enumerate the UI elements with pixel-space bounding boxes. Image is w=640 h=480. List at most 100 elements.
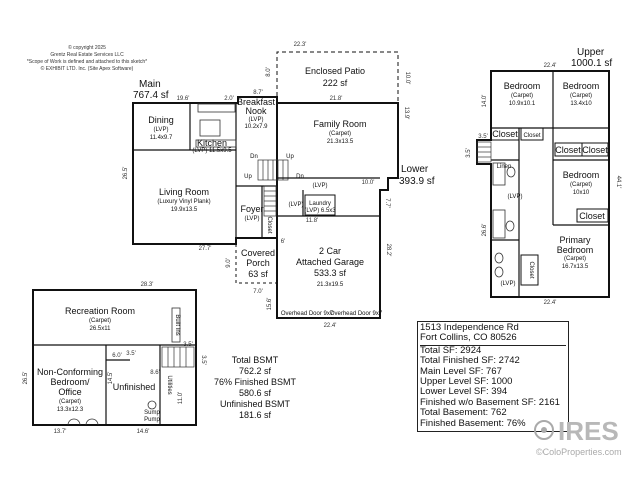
basement-stairs bbox=[161, 346, 195, 368]
upper-lvp-label: (LVP) bbox=[508, 194, 523, 200]
foyer-floor: (LVP) bbox=[245, 216, 260, 222]
ncbed-name1: Non-Conforming bbox=[37, 367, 103, 377]
dim-bsmt-35c: 3.5' bbox=[200, 355, 206, 365]
living-size: 19.9x13.5 bbox=[171, 207, 198, 213]
unfinished-name: Unfinished bbox=[113, 382, 156, 392]
ncbed-name2: Bedroom/ bbox=[50, 377, 90, 387]
main-level-sf: 767.4 sf bbox=[133, 90, 169, 101]
dim-garage-left: 15.6' bbox=[267, 298, 273, 311]
property-stats-box: 1513 Independence Rd Fort Collins, CO 80… bbox=[417, 321, 569, 432]
family-size: 21.3x13.5 bbox=[327, 139, 354, 145]
main-level-walls bbox=[133, 103, 277, 244]
dim-main-left: 26.5' bbox=[123, 167, 129, 180]
dining-name: Dining bbox=[148, 115, 174, 125]
builtins-name: Built Ins bbox=[174, 314, 180, 335]
primary-name2: Bedroom bbox=[557, 245, 594, 255]
upper-closet-box-5 bbox=[576, 208, 609, 223]
bed3-size: 10x10 bbox=[573, 190, 590, 196]
garage-sf: 533.3 sf bbox=[314, 268, 347, 278]
bed3-floor: (Carpet) bbox=[570, 182, 592, 188]
overhead-door-1: Overhead Door 9x7 bbox=[281, 311, 334, 317]
sump-name2: Pump bbox=[144, 417, 160, 423]
laundry-box bbox=[304, 194, 336, 216]
primary-name1: Primary bbox=[560, 235, 591, 245]
bed1-floor: (Carpet) bbox=[511, 93, 533, 99]
basement-windows bbox=[67, 418, 99, 426]
porch-name1: Covered bbox=[241, 248, 275, 258]
dim-fam-right: 13.9' bbox=[403, 107, 409, 120]
rec-floor: (Carpet) bbox=[89, 318, 111, 324]
garage-name1: 2 Car bbox=[319, 246, 341, 256]
porch-sf: 63 sf bbox=[248, 269, 268, 279]
sump-name1: Sump bbox=[144, 410, 160, 416]
upper-level-name: Upper bbox=[577, 47, 605, 58]
stats-lower-level: Lower Level SF: 394 bbox=[420, 386, 508, 398]
laundry-detail: (LVP) 6.5x3 bbox=[304, 208, 336, 214]
dim-foyer-small: 6' bbox=[281, 239, 285, 245]
dim-bsmt-145: 14.5' bbox=[108, 372, 114, 385]
primary-floor: (Carpet) bbox=[564, 256, 586, 262]
porch-name2: Porch bbox=[246, 258, 270, 268]
breakfast-size: 10.2x7.9 bbox=[244, 124, 268, 130]
dim-lower-small: 10.0' bbox=[362, 180, 375, 186]
dim-bsmt-bottom1: 13.7' bbox=[54, 429, 67, 435]
dim-lower-small2: 7.7' bbox=[384, 198, 390, 208]
kitchen-floor-size: (LVP) 11.5x9.5 bbox=[192, 148, 232, 154]
dim-porch-left: 9.0' bbox=[226, 258, 232, 268]
living-floor: (Luxury Vinyl Plank) bbox=[157, 199, 210, 205]
dim-bsmt-top: 28.3' bbox=[141, 282, 154, 288]
dim-bsmt-6: 6.0' bbox=[112, 353, 122, 359]
dim-garage-bottom: 22.4' bbox=[324, 323, 337, 329]
basement-outline bbox=[32, 289, 197, 426]
bsmt-unfinished-label: Unfinished BSMT bbox=[219, 399, 291, 409]
basement-summary: Total BSMT 762.2 sf 76% Finished BSMT 58… bbox=[200, 355, 310, 421]
stats-finished-basement: Finished Basement: 76% bbox=[420, 417, 526, 429]
stats-main-level: Main Level SF: 767 bbox=[420, 365, 502, 377]
builtins-box bbox=[171, 307, 181, 343]
main-up-label: Up bbox=[286, 154, 294, 160]
rec-name: Recreation Room bbox=[65, 306, 135, 316]
upper-closet-box-1 bbox=[490, 127, 520, 141]
dim-bsmt-35: 3.5' bbox=[126, 351, 136, 357]
bsmt-unfinished-value: 181.6 sf bbox=[238, 410, 272, 420]
ires-watermark-logo: IRES ©ColoProperties.com bbox=[522, 410, 640, 480]
basement-walls bbox=[33, 344, 196, 425]
dim-upper-bottom: 22.4' bbox=[544, 300, 557, 306]
dim-bsmt-bottom2: 14.6' bbox=[137, 429, 150, 435]
bed2-floor: (Carpet) bbox=[570, 93, 592, 99]
bsmt-total-label: Total BSMT bbox=[231, 355, 279, 365]
dim-upper-left2: 26.6' bbox=[482, 224, 488, 237]
family-floor: (Carpet) bbox=[329, 131, 351, 137]
living-name: Living Room bbox=[159, 187, 209, 197]
dim-porch-w: 7.0' bbox=[253, 289, 263, 295]
stats-address1: 1513 Independence Rd bbox=[420, 322, 519, 333]
bed1-size: 10.9x10.1 bbox=[509, 101, 536, 107]
dim-bsmt-110: 11.0' bbox=[178, 392, 184, 404]
main-stairs bbox=[263, 185, 277, 217]
stats-total-basement: Total Basement: 762 bbox=[420, 407, 507, 419]
dim-main-small: 2.0' bbox=[224, 96, 234, 102]
main-dn-label: Dn bbox=[250, 154, 258, 160]
bsmt-finished-value: 580.6 sf bbox=[238, 388, 272, 398]
foyer-name: Foyer bbox=[240, 204, 263, 214]
ncbed-name3: Office bbox=[58, 387, 81, 397]
dim-bsmt-left: 26.5' bbox=[23, 372, 29, 385]
upper-closet-box-6 bbox=[520, 254, 539, 286]
lower-level-name: Lower bbox=[401, 164, 429, 175]
dim-patio-right: 10.0' bbox=[404, 72, 410, 85]
dining-size: 11.4x9.7 bbox=[150, 135, 173, 141]
kitchen-counters bbox=[195, 103, 237, 148]
main-dn-label2: Dn bbox=[296, 174, 304, 180]
dim-main-bottom: 27.7' bbox=[199, 246, 212, 252]
linen-label: Linen bbox=[497, 164, 512, 170]
patio-sf: 222 sf bbox=[323, 78, 348, 88]
dim-patio-bottom: 21.8' bbox=[330, 96, 343, 102]
upper-closet-2: Closet bbox=[523, 133, 540, 139]
upper-stairs bbox=[476, 141, 492, 163]
enclosed-patio-outline bbox=[276, 51, 399, 103]
upper-level-sf: 1000.1 sf bbox=[571, 58, 612, 69]
upper-closet-3: Closet bbox=[555, 145, 581, 155]
main-level-name: Main bbox=[139, 79, 161, 90]
copyright-line2: Grentz Real Estate Services LLC bbox=[50, 52, 124, 58]
copyright-line1: © copyright 2025 bbox=[68, 44, 106, 51]
